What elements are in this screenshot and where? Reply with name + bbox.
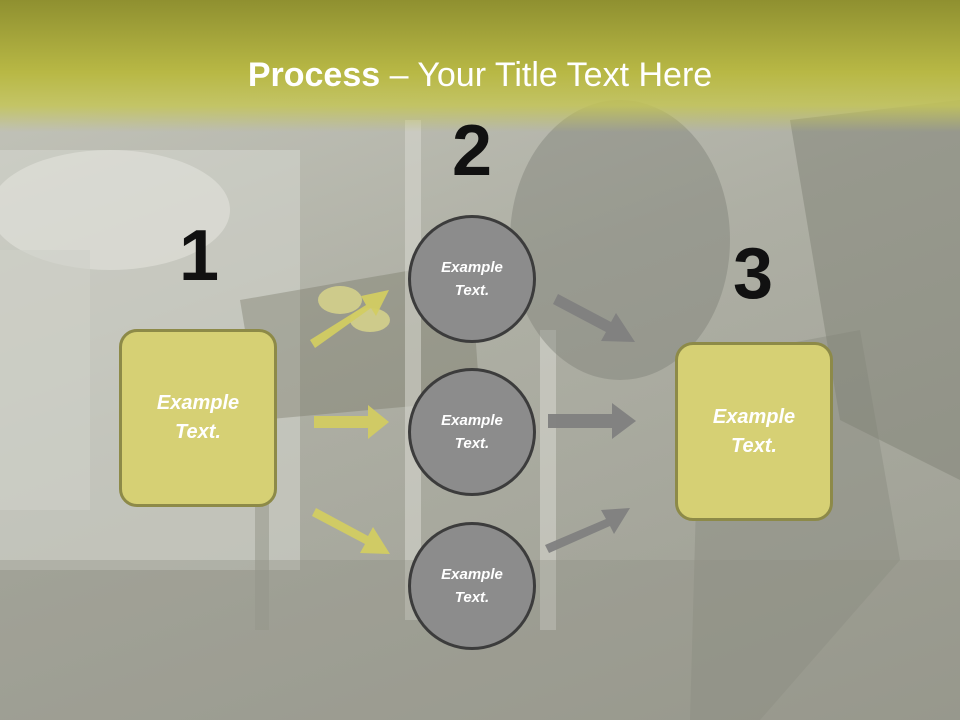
- step-number-1: 1: [178, 216, 220, 296]
- step-number-2: 2: [451, 111, 493, 191]
- process-circle-top: Example Text.: [408, 215, 536, 343]
- title-rest: – Your Title Text Here: [380, 56, 713, 94]
- arrow-right-icon: [314, 405, 389, 439]
- box-left-text: Example Text.: [156, 392, 240, 443]
- slide-title: Process – Your Title Text Here: [0, 52, 960, 98]
- circle-bottom-text: Example Text.: [441, 566, 503, 606]
- process-circle-middle: Example Text.: [408, 368, 536, 496]
- circle-middle-text: Example Text.: [441, 412, 503, 452]
- process-box-left: Example Text.: [119, 329, 277, 507]
- yellow-arrows: [310, 290, 390, 554]
- arrow-down-right-icon: [312, 508, 390, 554]
- arrow-up-right-icon: [545, 508, 630, 553]
- arrow-down-right-icon: [553, 294, 635, 342]
- step-number-3: 3: [732, 234, 774, 314]
- title-bold: Process: [247, 56, 381, 94]
- box-right-text: Example Text.: [712, 405, 796, 457]
- gray-arrows: [545, 294, 636, 553]
- process-circle-bottom: Example Text.: [408, 522, 536, 650]
- arrow-up-right-icon: [310, 290, 389, 348]
- circle-top-text: Example Text.: [441, 259, 503, 299]
- title-bar: [0, 0, 960, 132]
- arrow-right-icon: [548, 403, 636, 439]
- process-box-right: Example Text.: [675, 342, 833, 521]
